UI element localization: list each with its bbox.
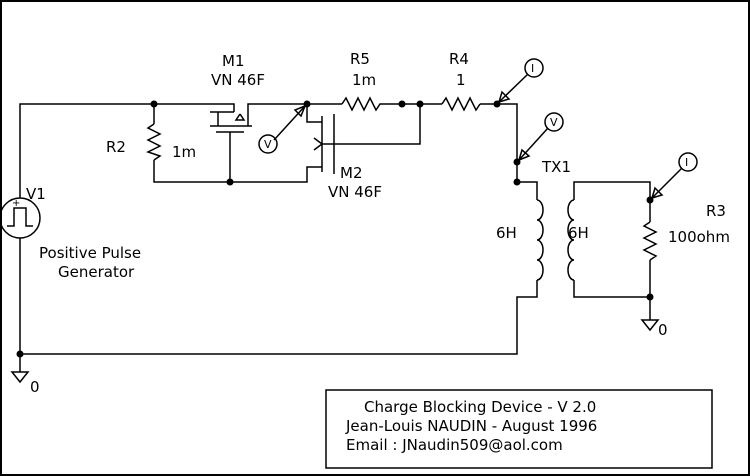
probe-arrowhead xyxy=(293,105,306,118)
tx1-transformer: TX1 6H 6H xyxy=(496,158,589,281)
probe-label: V xyxy=(264,138,272,151)
m2-mosfet: M2 VN 46F xyxy=(313,114,382,201)
probe-arrowhead xyxy=(498,90,511,103)
r3-value: 100ohm xyxy=(668,228,730,246)
m2-ref: M2 xyxy=(340,164,363,182)
resistor-zigzag xyxy=(441,96,481,112)
tx1-primary-value: 6H xyxy=(496,224,517,242)
probe-lead xyxy=(518,127,549,161)
title-block: Charge Blocking Device - V 2.0 Jean-Loui… xyxy=(325,389,713,469)
ground-left: 0 xyxy=(10,371,40,396)
wire-m2-drain xyxy=(306,104,322,123)
m1-arrow xyxy=(234,113,246,121)
r2-resistor: R2 1m xyxy=(106,123,196,161)
m2-arrow xyxy=(313,137,324,151)
wire-m1-source xyxy=(247,103,342,112)
probe-label: I xyxy=(531,62,534,75)
probe-lead xyxy=(651,167,683,199)
resistor-zigzag xyxy=(146,123,162,161)
probe-label: I xyxy=(685,156,688,169)
wire-bottom-rail xyxy=(20,280,538,355)
pulse-icon xyxy=(7,207,33,227)
r5-value: 1m xyxy=(352,71,376,89)
r2-ref: R2 xyxy=(106,138,126,156)
probe-arrowhead xyxy=(518,148,531,161)
m1-value: VN 46F xyxy=(211,71,265,89)
v1-source-circle xyxy=(2,197,41,239)
junction-dot xyxy=(646,293,654,301)
wire-m2-feedback xyxy=(334,104,421,145)
r3-ref: R3 xyxy=(706,202,726,220)
r5-resistor: R5 1m xyxy=(341,50,384,112)
wire-sec-top xyxy=(573,181,651,222)
junction-dot xyxy=(493,100,501,108)
junction-dot xyxy=(16,350,24,358)
probe-lead xyxy=(273,105,306,141)
wires xyxy=(19,103,651,372)
r5-ref: R5 xyxy=(350,50,370,68)
r4-ref: R4 xyxy=(449,50,469,68)
v1-desc-line1: Positive Pulse xyxy=(39,244,141,262)
resistor-zigzag xyxy=(642,221,658,261)
tx1-secondary-value: 6H xyxy=(568,224,589,242)
current-probe-icon xyxy=(678,152,698,172)
wire-top-rail xyxy=(19,103,235,198)
current-probe-icon xyxy=(524,58,544,78)
ground-right: 0 xyxy=(640,319,668,339)
ground-label: 0 xyxy=(658,321,668,339)
junction-dot xyxy=(226,178,234,186)
ground-label: 0 xyxy=(30,378,40,396)
v1-plus-sign: + xyxy=(12,198,20,209)
wire-sec-bottom xyxy=(573,260,651,298)
title-line1: Charge Blocking Device - V 2.0 xyxy=(364,398,596,416)
r2-value: 1m xyxy=(172,143,196,161)
title-line2: Jean-Louis NAUDIN - August 1996 xyxy=(345,417,597,435)
v1-ref: V1 xyxy=(26,185,46,203)
probe-current-r4: I xyxy=(498,58,544,103)
junctions xyxy=(16,100,654,358)
m1-mosfet: M1 VN 46F xyxy=(210,52,265,133)
junction-dot xyxy=(646,196,654,204)
ground-icon xyxy=(10,371,30,384)
junction-dot xyxy=(513,158,521,166)
tx1-ref: TX1 xyxy=(541,158,571,176)
r3-resistor: R3 100ohm xyxy=(642,202,730,261)
r4-value: 1 xyxy=(456,71,466,89)
secondary-coil xyxy=(567,199,575,281)
probe-arrowhead xyxy=(651,186,664,199)
resistor-zigzag xyxy=(341,96,384,112)
v1-desc-line2: Generator xyxy=(58,263,135,281)
probe-voltage-tx: V xyxy=(518,112,564,161)
voltage-probe-icon xyxy=(258,134,278,154)
m2-value: VN 46F xyxy=(328,183,382,201)
junction-dot xyxy=(513,178,521,186)
probe-current-r3: I xyxy=(651,152,698,199)
wire-r2-bottom xyxy=(153,160,322,183)
junction-dot xyxy=(398,100,406,108)
r4-resistor: R4 1 xyxy=(441,50,481,112)
junction-dot xyxy=(416,100,424,108)
probe-label: V xyxy=(550,116,558,129)
voltage-probe-icon xyxy=(544,112,564,132)
title-line3: Email : JNaudin509@aol.com xyxy=(346,436,563,454)
wire-r4-tx xyxy=(480,103,538,200)
m1-ref: M1 xyxy=(222,52,245,70)
junction-dot xyxy=(150,100,158,108)
junction-dot xyxy=(303,100,311,108)
v1-pulse-generator: + V1 Positive Pulse Generator xyxy=(2,185,141,281)
probe-voltage-gate: V xyxy=(258,105,306,154)
ground-icon xyxy=(640,319,660,332)
probe-lead xyxy=(498,73,529,103)
primary-coil xyxy=(536,199,544,281)
title-block-frame xyxy=(325,389,713,469)
